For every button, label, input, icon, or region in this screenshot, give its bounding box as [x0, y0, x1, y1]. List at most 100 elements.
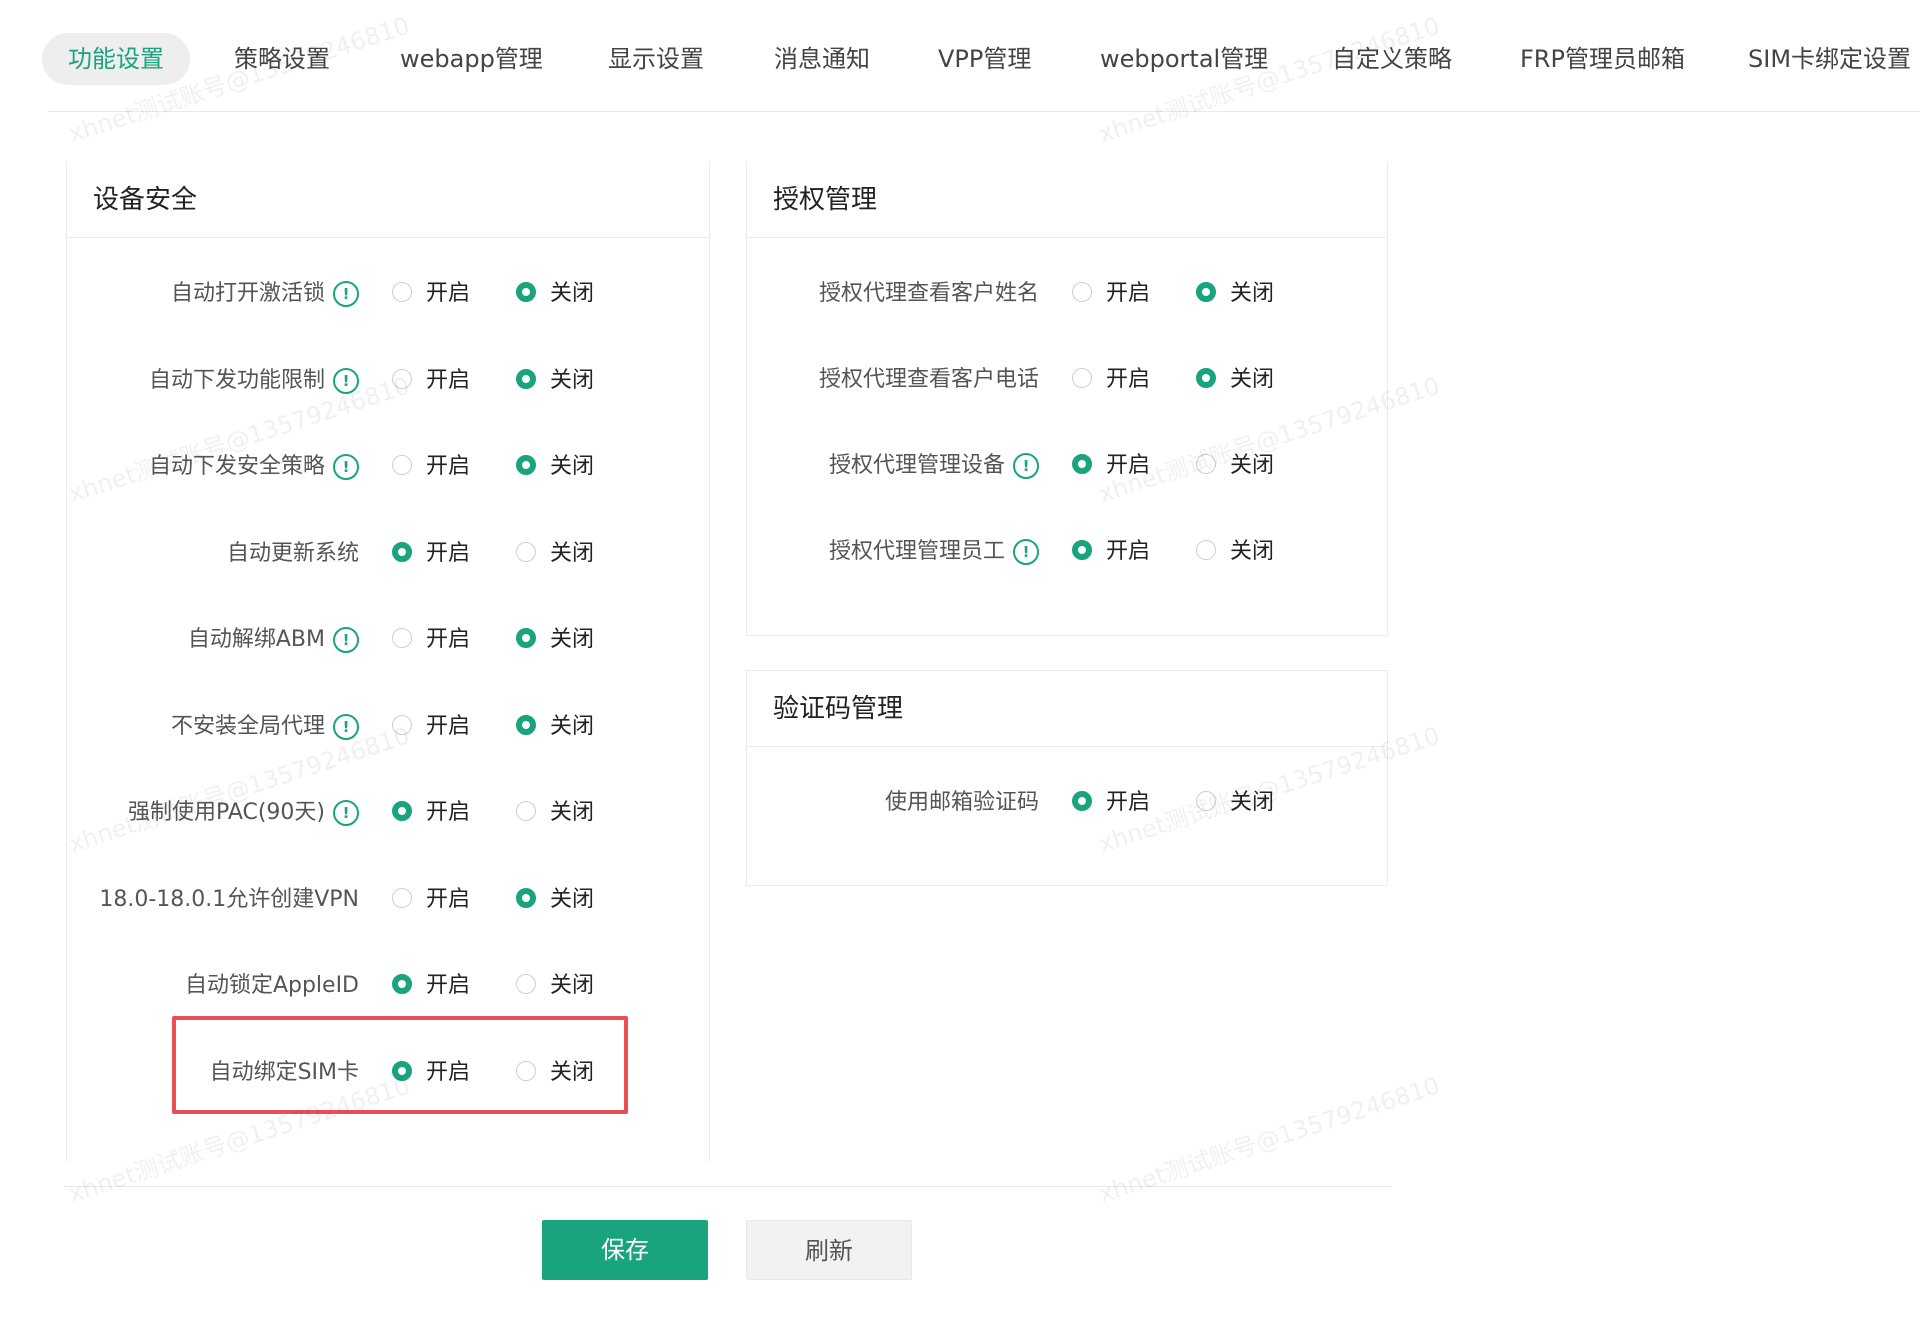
radio-unchecked-icon[interactable]: [392, 714, 412, 735]
tab-sim-binding-settings[interactable]: SIM卡绑定设置: [1748, 45, 1912, 73]
radio-option-off[interactable]: 关闭: [516, 793, 594, 833]
radio-unchecked-icon[interactable]: [516, 974, 536, 994]
radio-checked-icon[interactable]: [516, 455, 536, 475]
radio-unchecked-icon[interactable]: [516, 1060, 536, 1081]
radio-checked-icon[interactable]: [1072, 454, 1092, 474]
radio-checked-icon[interactable]: [1072, 791, 1092, 811]
info-icon[interactable]: !: [333, 367, 359, 394]
tab-display-settings[interactable]: 显示设置: [608, 45, 704, 73]
radio-option-label: 关闭: [1230, 790, 1275, 815]
radio-unchecked-icon[interactable]: [516, 801, 536, 821]
radio-option-on[interactable]: 开启: [1072, 360, 1150, 400]
radio-checked-icon[interactable]: [516, 887, 536, 908]
radio-option-label: 开启: [426, 627, 471, 652]
radio-option-off[interactable]: 关闭: [1196, 360, 1274, 400]
radio-option-off[interactable]: 关闭: [1196, 532, 1274, 572]
tab-feature-settings[interactable]: 功能设置: [42, 33, 190, 85]
radio-unchecked-icon[interactable]: [1196, 791, 1216, 811]
radio-option-off[interactable]: 关闭: [516, 620, 594, 660]
radio-checked-icon[interactable]: [392, 1060, 412, 1081]
refresh-button[interactable]: 刷新: [746, 1220, 912, 1280]
radio-option-off[interactable]: 关闭: [516, 534, 594, 574]
radio-option-on[interactable]: 开启: [392, 966, 470, 1006]
radio-option-label: 关闭: [1230, 539, 1275, 564]
radio-option-label: 开启: [426, 800, 471, 825]
tab-vpp-management[interactable]: VPP管理: [938, 45, 1032, 73]
radio-option-off[interactable]: 关闭: [516, 1053, 594, 1093]
radio-option-on[interactable]: 开启: [392, 361, 470, 401]
radio-unchecked-icon[interactable]: [392, 887, 412, 908]
tab-custom-policy[interactable]: 自定义策略: [1332, 45, 1452, 73]
radio-option-on[interactable]: 开启: [392, 880, 470, 920]
radio-checked-icon[interactable]: [392, 541, 412, 562]
info-icon[interactable]: !: [333, 454, 359, 480]
radio-option-off[interactable]: 关闭: [516, 707, 594, 747]
radio-option-on[interactable]: 开启: [1072, 532, 1150, 572]
auth-management-panel: 授权管理 授权代理查看客户姓名开启关闭授权代理查看客户电话开启关闭授权代理管理设…: [746, 162, 1388, 636]
radio-checked-icon[interactable]: [1072, 540, 1092, 560]
radio-option-on[interactable]: 开启: [392, 793, 470, 833]
radio-option-on[interactable]: 开启: [392, 707, 470, 747]
setting-label-text: 使用邮箱验证码: [884, 790, 1039, 815]
radio-unchecked-icon[interactable]: [392, 628, 412, 648]
radio-option-off[interactable]: 关闭: [1196, 783, 1274, 823]
radio-option-label: 关闭: [550, 713, 595, 739]
radio-option-on[interactable]: 开启: [1072, 783, 1150, 823]
radio-unchecked-icon[interactable]: [1072, 368, 1092, 388]
radio-unchecked-icon[interactable]: [1072, 282, 1092, 302]
radio-unchecked-icon[interactable]: [392, 368, 412, 389]
setting-label: 强制使用PAC(90天)!: [67, 793, 359, 833]
radio-checked-icon[interactable]: [516, 282, 536, 302]
tab-webportal-management[interactable]: webportal管理: [1100, 45, 1269, 73]
radio-unchecked-icon[interactable]: [392, 455, 412, 475]
radio-option-on[interactable]: 开启: [392, 534, 470, 574]
radio-option-off[interactable]: 关闭: [516, 966, 594, 1006]
tab-frp-admin-email[interactable]: FRP管理员邮箱: [1520, 45, 1685, 73]
device-security-row: 自动绑定SIM卡开启关闭: [67, 1053, 709, 1093]
radio-checked-icon[interactable]: [1196, 368, 1216, 388]
radio-option-on[interactable]: 开启: [1072, 446, 1150, 486]
setting-label: 授权代理查看客户姓名: [747, 274, 1039, 314]
radio-unchecked-icon[interactable]: [1196, 540, 1216, 560]
tab-policy-settings[interactable]: 策略设置: [234, 45, 330, 73]
radio-option-on[interactable]: 开启: [392, 1053, 470, 1093]
info-icon[interactable]: !: [1013, 453, 1039, 479]
info-icon[interactable]: !: [333, 800, 359, 826]
setting-label-text: 18.0-18.0.1允许创建VPN: [99, 886, 359, 912]
radio-option-on[interactable]: 开启: [392, 447, 470, 487]
tab-message-notification[interactable]: 消息通知: [774, 45, 870, 73]
setting-label-text: 授权代理查看客户电话: [818, 367, 1039, 392]
radio-option-label: 关闭: [550, 1059, 595, 1085]
radio-option-off[interactable]: 关闭: [516, 274, 594, 314]
radio-option-off[interactable]: 关闭: [1196, 446, 1274, 486]
radio-option-on[interactable]: 开启: [392, 620, 470, 660]
radio-option-off[interactable]: 关闭: [516, 447, 594, 487]
radio-checked-icon[interactable]: [1196, 282, 1216, 302]
radio-option-off[interactable]: 关闭: [516, 361, 594, 401]
auth-management-row: 授权代理查看客户电话 开启 关闭: [747, 360, 1387, 400]
setting-label-text: 自动下发安全策略: [148, 454, 325, 479]
info-icon[interactable]: !: [333, 281, 359, 307]
radio-checked-icon[interactable]: [392, 801, 412, 821]
setting-label-text: 自动更新系统: [226, 540, 359, 566]
radio-option-off[interactable]: 关闭: [1196, 274, 1274, 314]
radio-option-on[interactable]: 开启: [1072, 274, 1150, 314]
setting-label: 授权代理管理设备!: [747, 446, 1039, 486]
info-icon[interactable]: !: [1013, 539, 1039, 565]
radio-checked-icon[interactable]: [516, 628, 536, 648]
save-button[interactable]: 保存: [542, 1220, 708, 1280]
radio-option-on[interactable]: 开启: [392, 274, 470, 314]
radio-unchecked-icon[interactable]: [516, 541, 536, 562]
radio-checked-icon[interactable]: [392, 974, 412, 994]
radio-checked-icon[interactable]: [516, 714, 536, 735]
info-icon[interactable]: !: [333, 627, 359, 653]
radio-unchecked-icon[interactable]: [392, 282, 412, 302]
radio-option-off[interactable]: 关闭: [516, 880, 594, 920]
info-icon[interactable]: !: [333, 713, 359, 740]
setting-label: 自动下发安全策略!: [67, 447, 359, 487]
tab-webapp-management[interactable]: webapp管理: [400, 45, 543, 73]
radio-option-label: 关闭: [550, 367, 595, 393]
radio-checked-icon[interactable]: [516, 368, 536, 389]
setting-label-text: 自动下发功能限制: [148, 367, 325, 393]
radio-unchecked-icon[interactable]: [1196, 454, 1216, 474]
